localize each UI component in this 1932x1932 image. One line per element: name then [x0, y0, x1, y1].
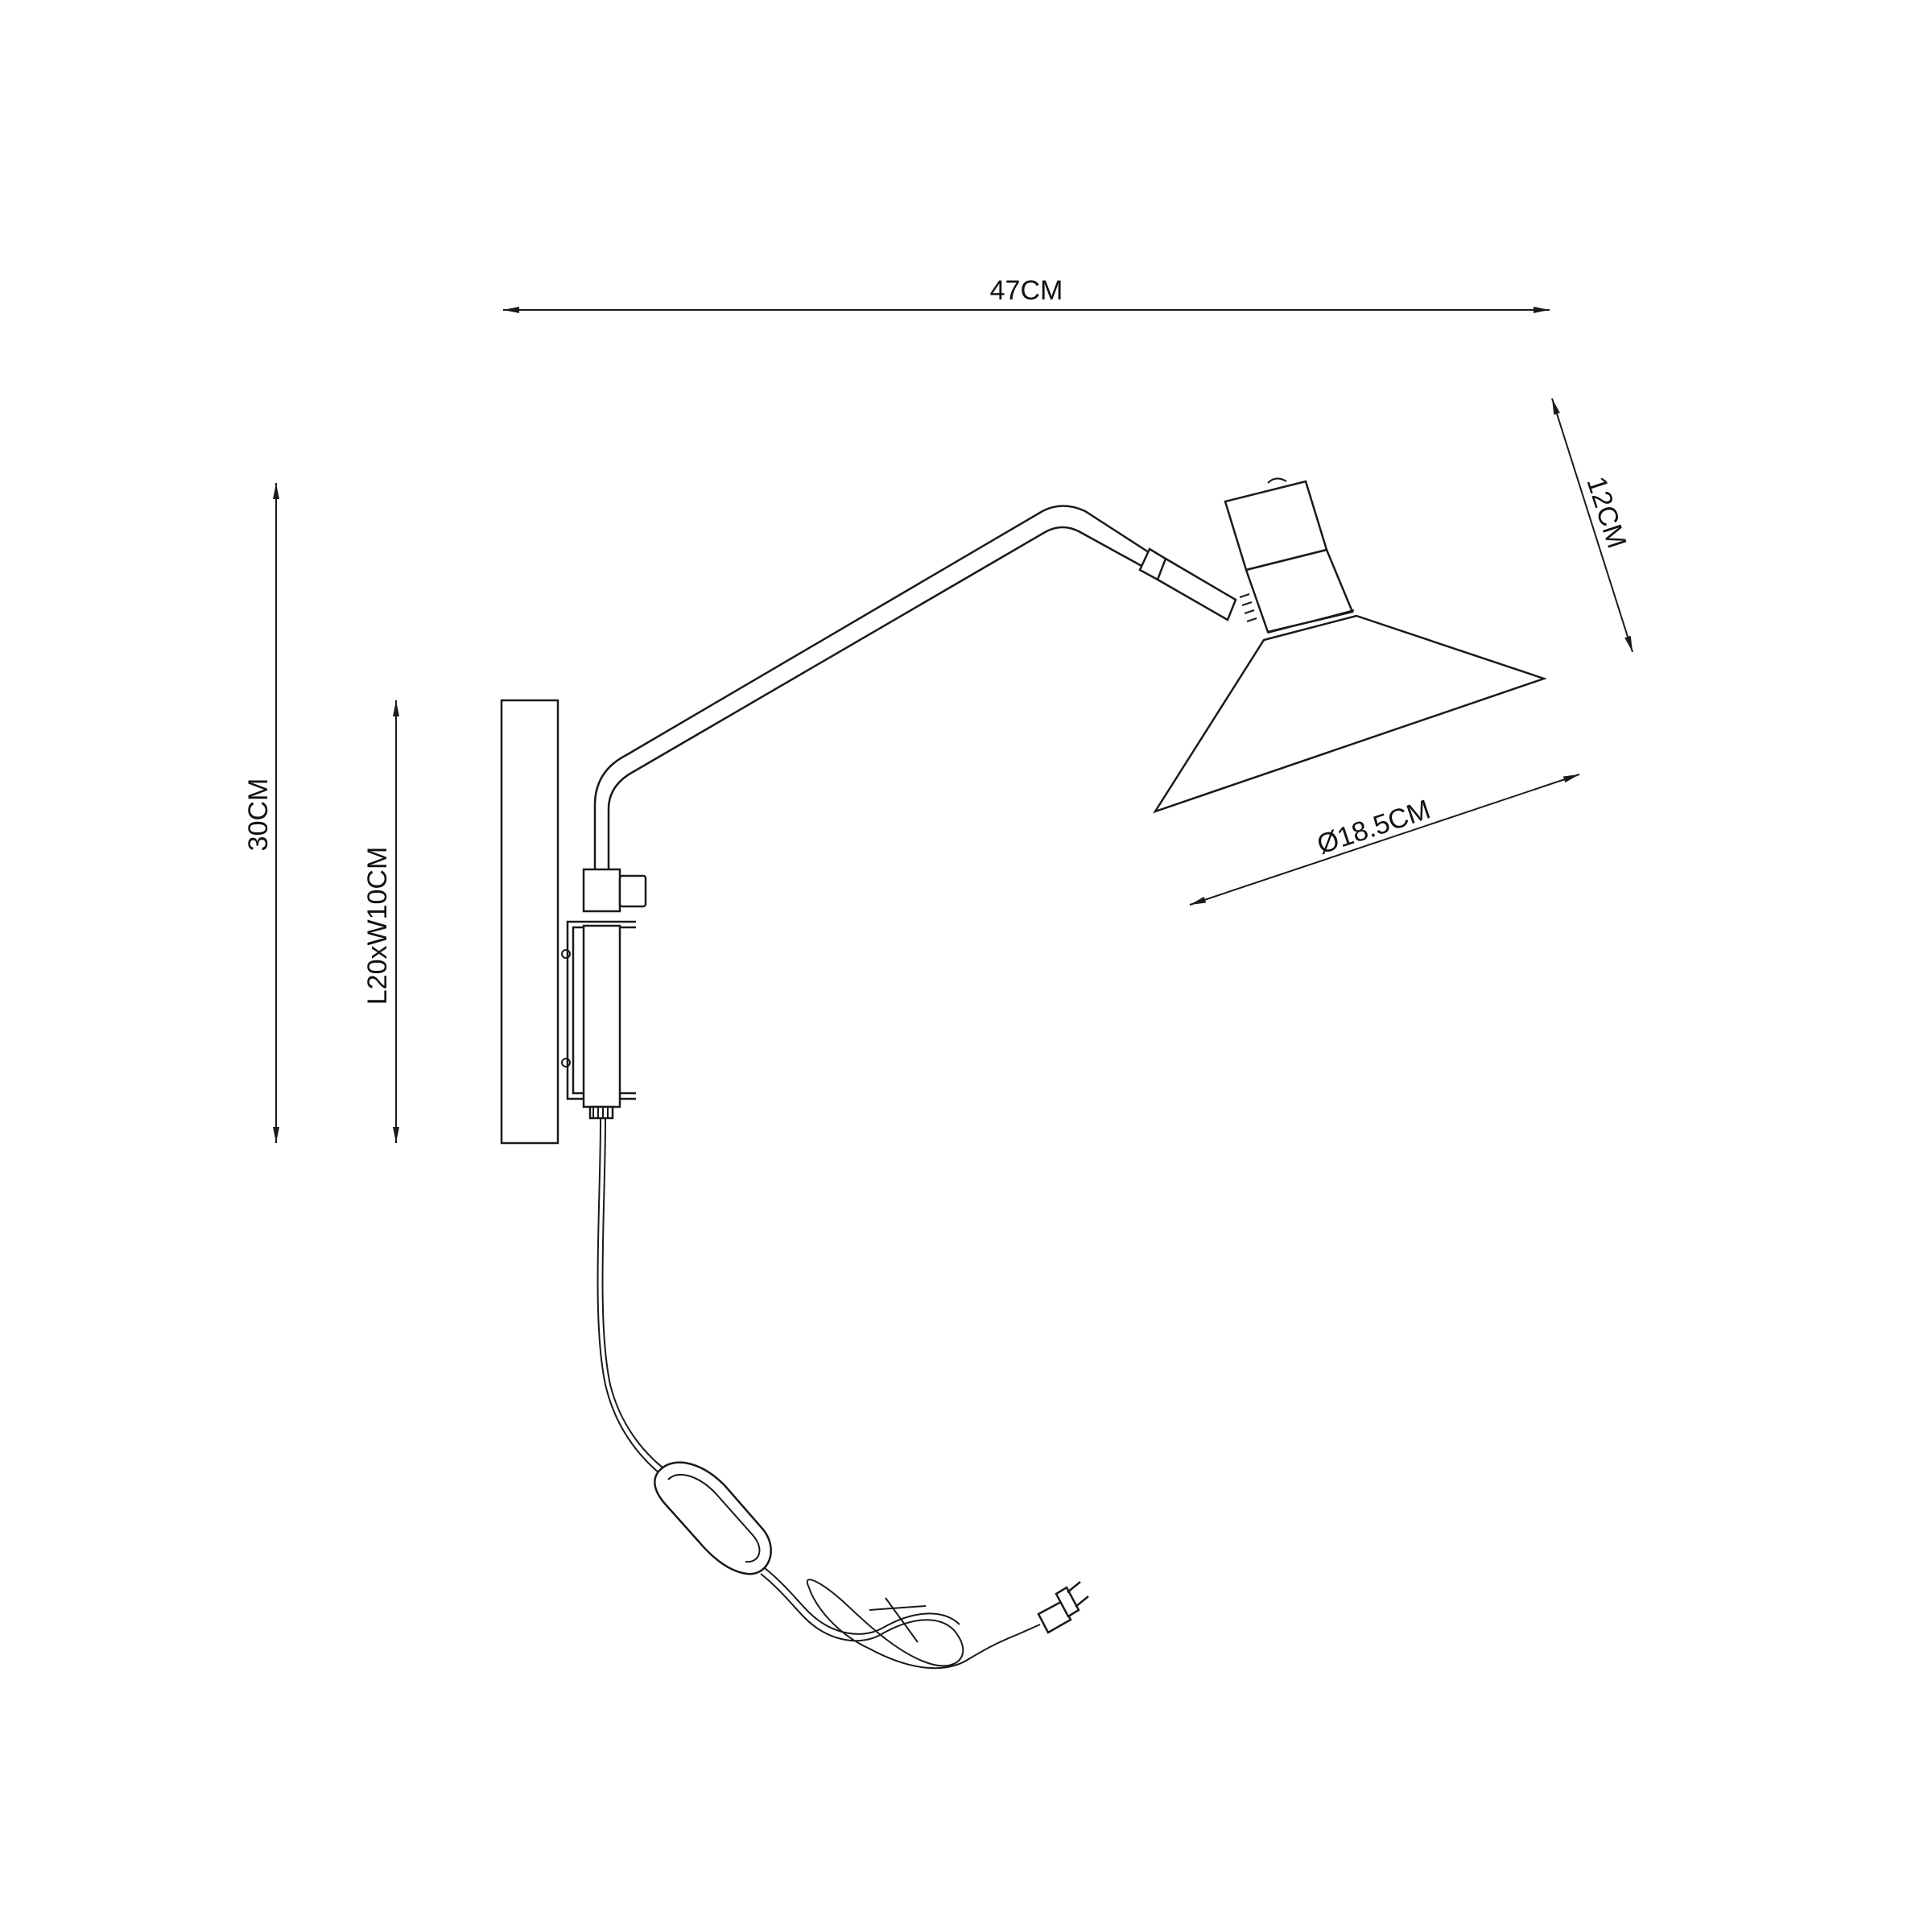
swivel-knob — [618, 874, 647, 908]
swivel-body — [582, 924, 621, 1108]
lamp-shade — [1153, 609, 1547, 814]
width-label: 47CM — [990, 275, 1063, 306]
power-cable — [597, 1118, 670, 1478]
wall-backplate — [500, 699, 559, 1145]
lamp-head — [1224, 477, 1354, 634]
swivel-joint — [582, 868, 621, 913]
cable-strain-relief — [588, 1105, 614, 1120]
dimension-width: 47CM — [503, 275, 1550, 313]
backplate-label: L20xW10CM — [362, 847, 393, 1005]
dimension-head-height: 12CM — [1551, 398, 1633, 653]
dimension-shade-diameter: Ø18.5CM — [1189, 774, 1580, 906]
dimension-backplate: L20xW10CM — [362, 700, 399, 1143]
coiled-cord — [760, 1567, 1041, 1670]
shade-diameter-label: Ø18.5CM — [1313, 794, 1434, 860]
lamp-arm — [593, 505, 1237, 869]
dimension-height: 30CM — [243, 483, 279, 1143]
inline-switch — [654, 1461, 772, 1575]
height-label: 30CM — [243, 778, 274, 852]
plug — [1037, 1581, 1089, 1634]
